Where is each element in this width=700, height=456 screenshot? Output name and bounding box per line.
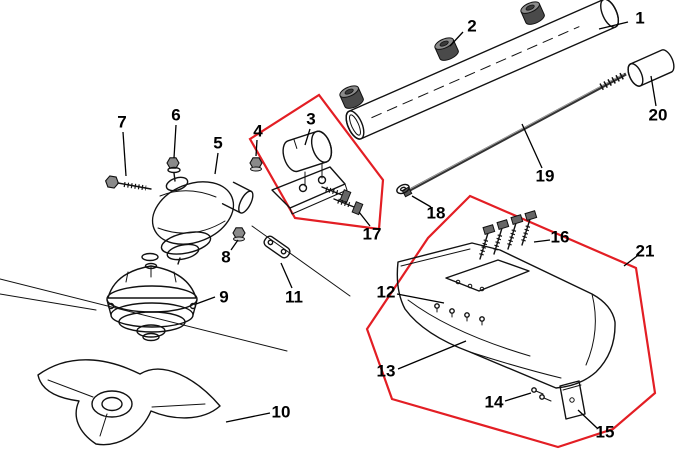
trimmer-line xyxy=(0,278,288,352)
part-cable-bracket xyxy=(251,225,351,297)
part-guard-bolts xyxy=(478,210,538,260)
leader-line-6 xyxy=(173,124,177,159)
callout-15: 15 xyxy=(596,423,615,442)
guard-insert-plate xyxy=(445,259,530,292)
part-guard-shield xyxy=(396,242,616,389)
part-gear-head xyxy=(151,176,254,265)
leader-line-20 xyxy=(650,75,657,107)
callout-13: 13 xyxy=(377,362,396,381)
leader-line-2 xyxy=(449,31,464,47)
part-drive-shaft xyxy=(401,71,627,198)
guard-face-screws xyxy=(434,303,485,326)
callout-10: 10 xyxy=(272,403,291,422)
part-end-plate xyxy=(559,380,586,420)
part-trimmer-head xyxy=(106,265,198,342)
callout-5: 5 xyxy=(213,134,222,153)
cap-nut-c xyxy=(518,0,547,28)
part-washer xyxy=(396,183,410,195)
leader-line-9 xyxy=(195,296,216,305)
part-blade xyxy=(37,359,221,446)
callout-11: 11 xyxy=(285,288,303,307)
leader-line-8 xyxy=(230,239,239,251)
part-top-bolt xyxy=(166,157,181,182)
leader-line-18 xyxy=(411,195,432,208)
leader-line-1 xyxy=(598,21,629,30)
callout-1: 1 xyxy=(635,9,644,28)
callout-7: 7 xyxy=(117,113,126,132)
part-side-bolt xyxy=(104,175,152,191)
leader-line-17 xyxy=(358,211,371,227)
leader-line-10 xyxy=(225,412,271,423)
part-clamp-bolts xyxy=(321,186,364,216)
callout-21: 21 xyxy=(636,242,655,261)
leader-line-5 xyxy=(214,152,219,175)
callout-19: 19 xyxy=(536,167,555,186)
leader-line-12 xyxy=(396,293,445,304)
leader-line-21 xyxy=(623,255,638,267)
callout-20: 20 xyxy=(649,106,668,125)
leader-lines xyxy=(122,21,657,429)
part-small-nut xyxy=(249,157,263,172)
part-small-screws xyxy=(531,387,552,402)
highlight-guard-group xyxy=(365,194,657,449)
callout-16: 16 xyxy=(551,228,570,247)
leader-line-14 xyxy=(504,392,532,402)
callout-18: 18 xyxy=(427,204,446,223)
leader-line-7 xyxy=(122,131,127,177)
highlight-outlines xyxy=(248,93,657,449)
callout-4: 4 xyxy=(253,122,263,141)
highlight-clamp-group xyxy=(248,93,385,231)
part-shaft-tube xyxy=(345,0,620,140)
part-clamp-bracket xyxy=(271,130,348,215)
callout-3: 3 xyxy=(306,110,315,129)
callout-6: 6 xyxy=(171,106,180,125)
part-end-cap xyxy=(627,49,675,87)
leader-line-13 xyxy=(397,340,467,370)
leader-line-15 xyxy=(577,409,598,429)
leader-line-19 xyxy=(521,123,543,169)
callout-12: 12 xyxy=(377,283,396,302)
callout-8: 8 xyxy=(221,248,230,267)
leader-line-4 xyxy=(255,139,258,157)
callout-17: 17 xyxy=(363,225,382,244)
callout-9: 9 xyxy=(219,288,228,307)
leader-line-11 xyxy=(280,262,293,289)
callout-2: 2 xyxy=(467,17,476,36)
leader-line-3 xyxy=(304,128,311,146)
part-lock-nut xyxy=(232,227,246,242)
callout-14: 14 xyxy=(485,393,504,412)
leader-line-16 xyxy=(533,239,551,243)
